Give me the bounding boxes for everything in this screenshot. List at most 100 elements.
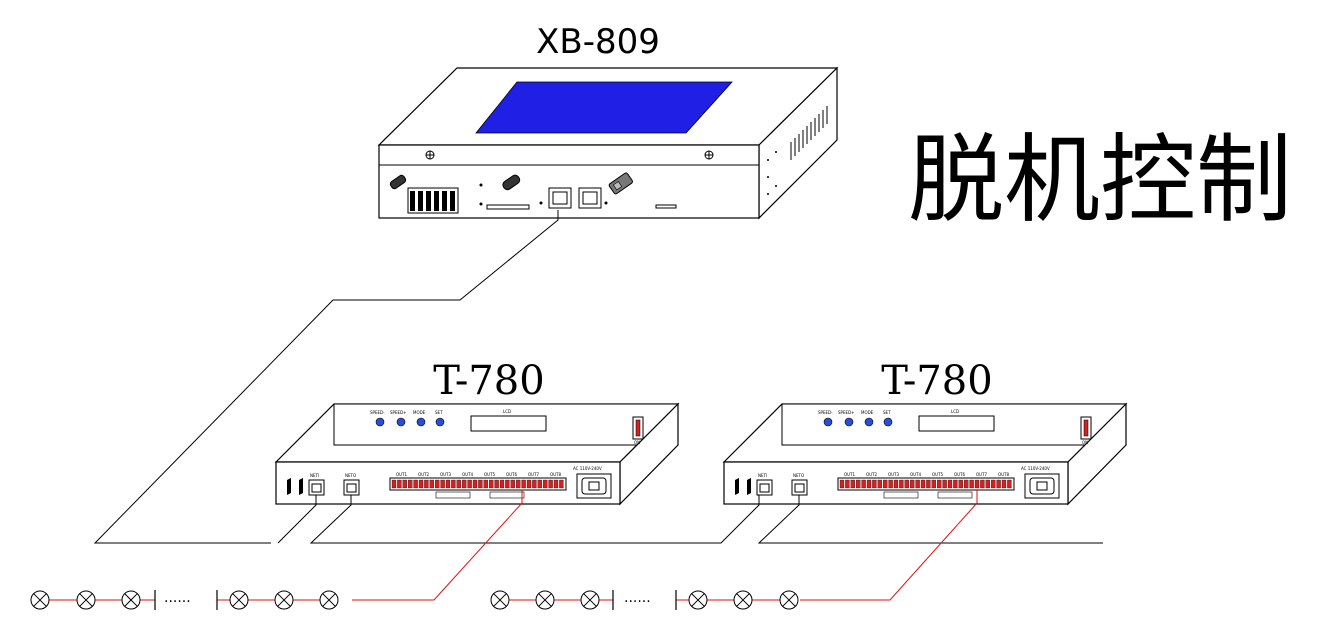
terminal-pin [548,479,553,489]
out7-label: OUT7 [528,472,540,477]
mode-label-2: MODE [861,410,874,415]
out2-label-2: OUT2 [866,472,878,477]
lamp-icon [535,590,555,610]
lamp-icon [580,590,600,610]
terminal-pin [888,479,893,489]
terminal-pin [899,479,904,489]
t780-ac-label: AC 110V-240V [573,466,602,471]
terminal-pin [408,479,413,489]
terminal-pin [872,479,877,489]
terminal-pin [478,479,483,489]
t780-net-in-port-2: NETI [756,473,773,496]
terminal-pin [964,479,969,489]
terminal-pin [866,479,872,489]
speed-minus-button [375,417,385,427]
out1-label-2: OUT1 [844,472,856,477]
out5-label: OUT5 [484,472,496,477]
terminal-pin [462,479,467,489]
lamp-icon [733,590,753,610]
set-label-2: SET [883,410,891,415]
t780-lcd-label-2: LCD [951,409,959,414]
terminal-pin [947,479,953,489]
t780-ac-label-2: AC 110V-240V [1021,466,1050,471]
terminal-pin [494,479,499,489]
terminal-pin [456,479,461,489]
terminal-pin [991,479,996,489]
xb809-vent-grille [790,106,828,160]
terminal-pin [910,479,915,489]
t780-output-terminals: OUT1 OUT2 OUT3 OUT4 OUT5 OUT6 OUT7 OUT8 [389,472,567,499]
terminal-pin [856,479,861,489]
t780-net-in-port: NETI [308,473,325,496]
speed-plus-label-2: SPEED+ [838,410,854,415]
out8-label: OUT8 [550,472,562,477]
xb809-net-port-2 [578,187,602,209]
terminal-pin [985,479,990,489]
terminal-pin [953,479,958,489]
out6-label-2: OUT6 [954,472,966,477]
terminal-pin [861,479,866,489]
t780-buttons-2: SPEED- SPEED+ MODE SET [818,410,893,427]
t780-net-out-port-2: NETO [791,473,808,496]
lamp-icon [121,590,141,610]
speed-plus-button [396,417,406,427]
terminal-pin [505,479,510,489]
out3-label: OUT3 [440,472,452,477]
t780-lcd-label: LCD [503,409,511,414]
terminal-pin [435,479,440,489]
xb809-port-dot-2 [604,201,608,205]
controller1-net-in-cable [277,495,317,544]
terminal-pin [537,479,542,489]
xb809-screen [475,81,733,134]
terminal-pin [472,479,478,489]
lamp-icon [490,590,510,610]
terminal-pin [942,479,947,489]
t780-ac-inlet-2: AC 110V-240V [1021,466,1060,499]
terminal-pin [499,479,505,489]
lamp-icon [274,590,294,610]
terminal-pin [510,479,515,489]
t780-model-label: T-780 [433,358,544,404]
out1-label: OUT1 [396,472,408,477]
terminal-pin [521,479,526,489]
t780-lcd [470,415,547,432]
lamp-icon [30,590,50,610]
xb809-indicator-dot [479,183,483,187]
mode-button-2 [864,417,874,427]
terminal-pin [958,479,963,489]
terminal-pin [397,479,402,489]
terminal-pin [553,479,559,489]
t780-model-label-2: T-780 [881,358,992,404]
t780-ac-inlet: AC 110V-240V [573,466,612,499]
terminal-pin [516,479,521,489]
terminal-pin [883,479,888,489]
t780-status-marks-2 [735,478,751,495]
t780-output-terminals-2: OUT1 OUT2 OUT3 OUT4 OUT5 OUT6 OUT7 OUT8 [837,472,1015,499]
terminal-pin [532,479,537,489]
out3-label-2: OUT3 [888,472,900,477]
lamp-icon [779,590,799,610]
out4-label: OUT4 [462,472,474,477]
xb809-power-connector [608,172,633,195]
terminal-pin [445,479,451,489]
terminal-pin [931,479,936,489]
terminal-pin [526,479,532,489]
t780-power-switch-2: ON [1080,416,1092,445]
t780-lcd-2 [918,415,995,432]
terminal-pin [413,479,418,489]
t780-controller-1: T-780 SPEED- SPEED+ MODE SET LCD ON [274,358,680,506]
t780-power-switch: ON [632,416,644,445]
mode-label: MODE [413,410,426,415]
out6-label: OUT6 [506,472,518,477]
terminal-pin [451,479,456,489]
terminal-pin [926,479,931,489]
terminal-pin [418,479,424,489]
xb809-sd-slot [486,204,530,210]
xb809-port-dot [539,201,543,205]
terminal-pin [391,479,397,489]
daisy-chain-cable-2 [757,495,1103,544]
set-button [435,417,445,427]
terminal-pin [440,479,445,489]
out7-label-2: OUT7 [976,472,988,477]
